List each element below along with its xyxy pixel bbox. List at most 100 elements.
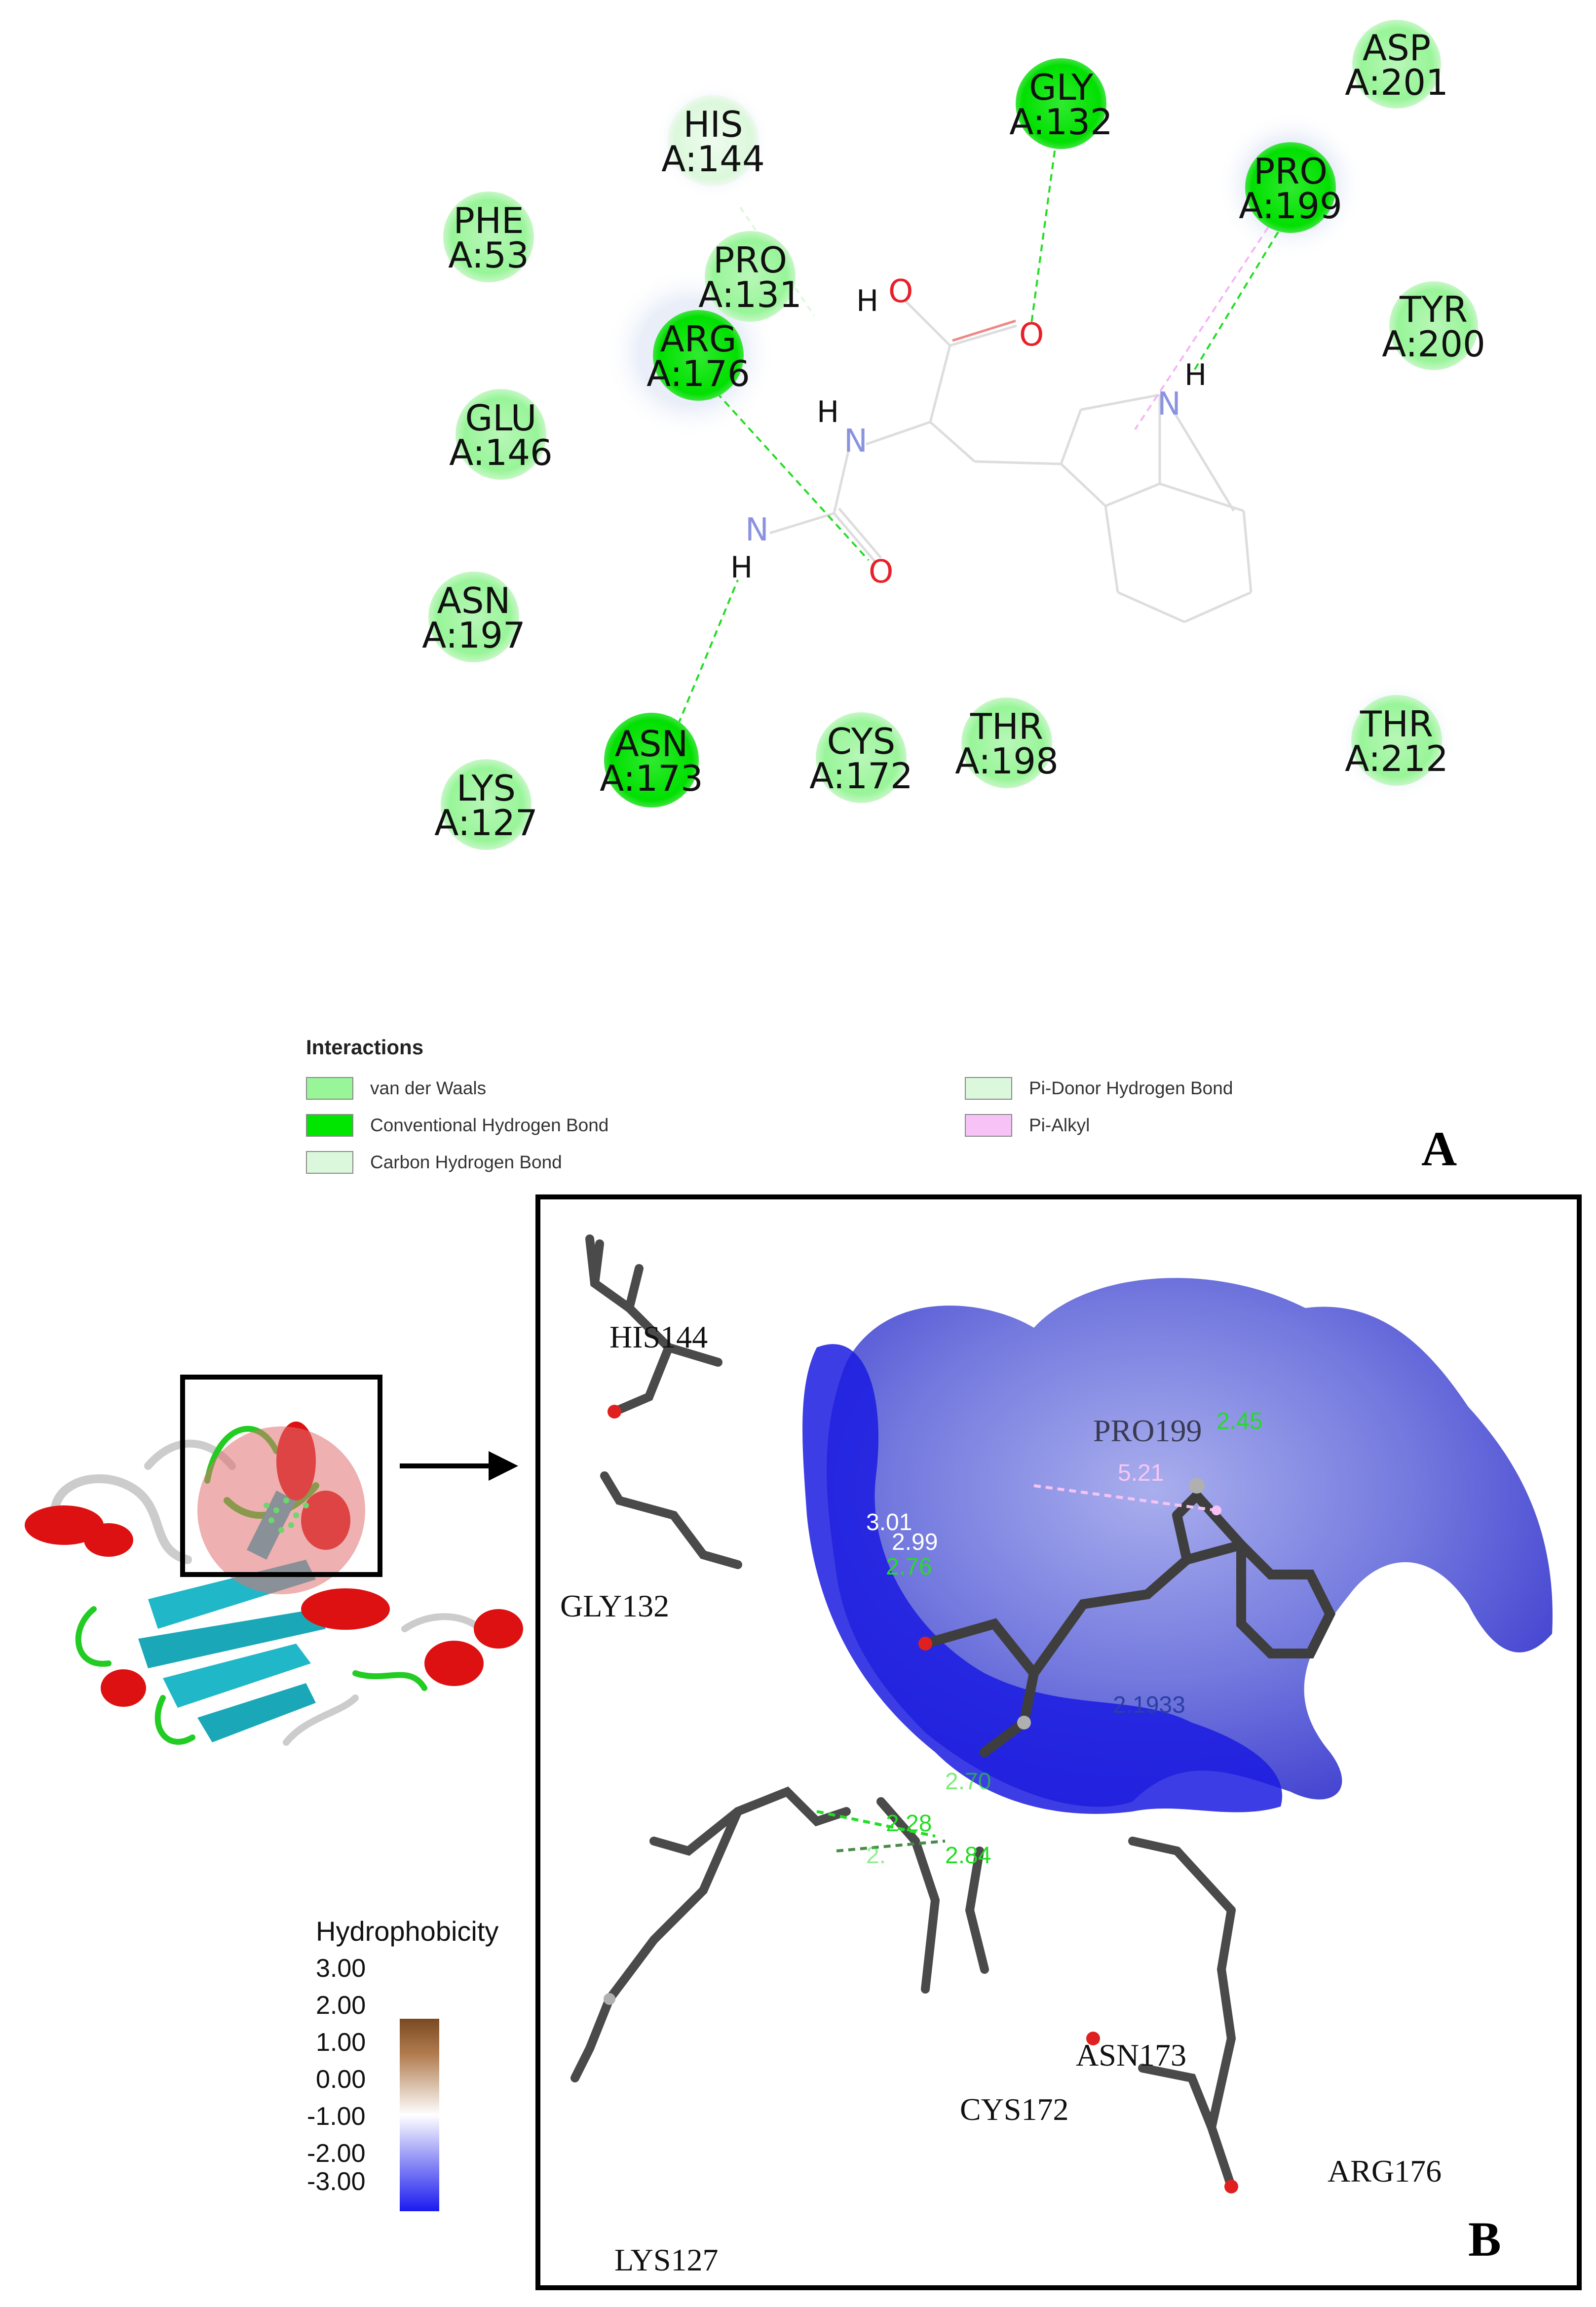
legend-label-vdw: van der Waals (370, 1078, 487, 1098)
hydrophobicity-tick: -3.00 (307, 2167, 366, 2196)
legend-label-pi-donor: Pi-Donor Hydrogen Bond (1029, 1078, 1233, 1098)
residue-name: HIS (683, 104, 743, 145)
atom-h-hydroxyl: H (856, 284, 878, 318)
atom-o-carbonyl: O (1019, 317, 1044, 353)
residue-disc-asp201 (1352, 20, 1441, 109)
residue-name: THR (970, 706, 1043, 747)
residue-position: A:200 (1382, 323, 1485, 365)
panel-label-b: B (1468, 2212, 1501, 2267)
binding-pocket-3d-panel: HIS144 PRO199 GLY132 ASN173 CYS172 ARG17… (535, 1194, 1582, 2290)
legend-label-pi-alkyl: Pi-Alkyl (1029, 1115, 1090, 1135)
legend-item-pi-donor: Pi-Donor Hydrogen Bond (965, 1076, 1233, 1101)
distance-label: 2.28 (886, 1810, 932, 1837)
distance-label: 3.01 (866, 1509, 912, 1536)
distance-label: 2.45 (1216, 1408, 1262, 1434)
distance-label: 2. (866, 1843, 886, 1869)
atom-o-hydroxyl: O (888, 273, 913, 310)
residue-name: CYS (827, 721, 896, 762)
hydrophobicity-tick: -2.00 (307, 2139, 366, 2168)
residue-position: A:172 (809, 755, 913, 797)
residue-disc-his144 (668, 95, 759, 186)
ligand-skeleton (769, 300, 1253, 623)
molecular-surface (827, 1278, 1553, 1807)
label-pro199: PRO199 (1093, 1413, 1202, 1448)
legend-item-carbon: Carbon Hydrogen Bond (306, 1150, 562, 1175)
legend-swatch-carbon (306, 1151, 353, 1174)
distance-label: 2.70 (945, 1769, 991, 1795)
residue-disc-gly132 (1016, 58, 1106, 149)
hydrophobicity-scale: Hydrophobicity 3.00 2.00 1.00 0.00 -1.00… (276, 1915, 543, 2211)
legend-title: Interactions (306, 1036, 424, 1059)
residue-disc-pro199 (1245, 142, 1336, 233)
hbond-contact (836, 1840, 946, 1852)
legend-label-conventional: Conventional Hydrogen Bond (370, 1115, 609, 1135)
residue-disc-thr198 (961, 697, 1052, 788)
distance-label: 2.99 (892, 1529, 938, 1555)
residue-disc-thr212 (1351, 695, 1442, 786)
distance-label: 2.76 (886, 1554, 932, 1580)
hbond-lines (673, 103, 1279, 736)
atom-h-amide: H (817, 395, 839, 429)
residue-name: LYS (456, 768, 516, 809)
oxygen-atoms (608, 1405, 1238, 2193)
atom-n-indole: N (1157, 386, 1181, 423)
interaction-legend: Interactions van der Waals Conventional … (301, 1032, 1337, 1190)
label-cys172: CYS172 (960, 2092, 1069, 2127)
atom-n-urea: N (745, 512, 769, 548)
protein-ribbon-overview (25, 1375, 523, 1746)
hydrophobicity-tick: 2.00 (316, 1991, 366, 2020)
binding-site-sphere (197, 1426, 365, 1594)
residue-position: A:144 (661, 138, 765, 180)
residue-name: TYR (1399, 289, 1468, 330)
hydrophobicity-tick: 0.00 (316, 2065, 366, 2094)
legend-label-carbon: Carbon Hydrogen Bond (370, 1152, 562, 1172)
residue-position: A:197 (422, 615, 526, 656)
label-asn173: ASN173 (1076, 2038, 1186, 2073)
residue-disc-asn197 (428, 572, 519, 662)
residue-name: ASN (437, 580, 511, 621)
residue-disc-lys127 (441, 759, 532, 850)
residue-disc-asn173 (604, 713, 699, 807)
legend-item-vdw: van der Waals (306, 1076, 486, 1101)
legend-swatch-conventional (306, 1114, 353, 1137)
residue-name: ARG (660, 318, 736, 360)
residue-name: GLY (1029, 67, 1094, 108)
residue-name: THR (1360, 703, 1433, 745)
residue-position: A:198 (955, 740, 1059, 782)
interaction-diagram-2d: H O O H N N H O N H HISA:144GLYA:132ASPA… (422, 20, 1485, 850)
panel-label-a: A (1421, 1121, 1457, 1176)
residue-position: A:173 (600, 758, 703, 799)
label-gly132: GLY132 (560, 1588, 669, 1623)
hydrophobicity-gradient-bar (400, 2019, 439, 2211)
residue-position: A:199 (1239, 185, 1342, 227)
residue-position: A:132 (1009, 101, 1113, 143)
legend-swatch-pi-donor (965, 1077, 1012, 1100)
residue-disc-phe53 (443, 192, 534, 282)
binding-pocket-3d: HIS144 PRO199 GLY132 ASN173 CYS172 ARG17… (560, 1234, 1553, 2277)
molecular-surface-front (802, 1344, 1283, 1814)
legend-swatch-pi-alkyl (965, 1114, 1012, 1137)
label-lys127: LYS127 (614, 2242, 719, 2277)
residue-position: A:176 (646, 353, 750, 394)
legend-swatch-vdw (306, 1077, 353, 1100)
residue-name: PRO (713, 239, 787, 281)
legend-item-conventional: Conventional Hydrogen Bond (306, 1113, 608, 1138)
atom-h-indole: H (1184, 358, 1207, 392)
distance-label: 2.1933 (1113, 1692, 1185, 1718)
residue-disc-pro131 (705, 231, 796, 322)
hydrophobicity-title: Hydrophobicity (316, 1916, 499, 1947)
residue-position: A:212 (1345, 738, 1448, 779)
residue-disc-arg176 (653, 310, 744, 401)
atom-o-urea: O (869, 554, 893, 590)
